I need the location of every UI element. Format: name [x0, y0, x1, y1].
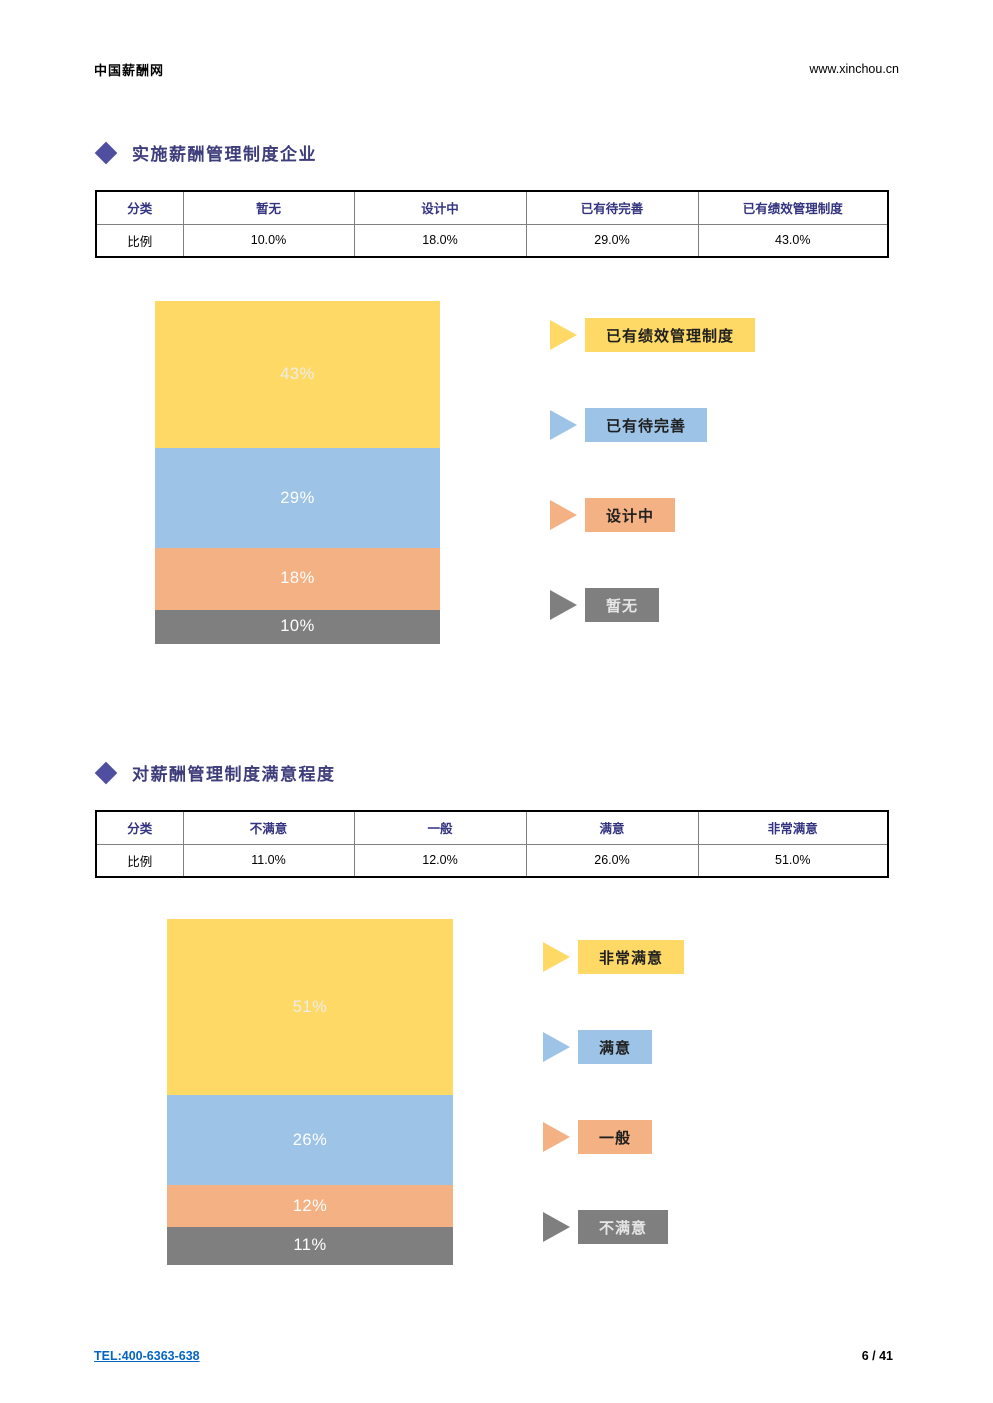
table-header-cell: 不满意	[182, 810, 355, 845]
bar-segment: 12%	[167, 1185, 453, 1227]
table-header-cell: 设计中	[353, 190, 527, 225]
site-url: www.xinchou.cn	[809, 62, 899, 76]
bar-segment: 26%	[167, 1095, 453, 1186]
section-title-text: 实施薪酬管理制度企业	[132, 145, 317, 164]
section-title-1: 实施薪酬管理制度企业	[94, 140, 317, 165]
table-header-cell: 非常满意	[697, 810, 889, 845]
table-header-cell: 已有待完善	[525, 190, 699, 225]
table-row-label: 比例	[95, 843, 184, 878]
section-title-text: 对薪酬管理制度满意程度	[132, 765, 336, 784]
table-satisfaction: 分类 不满意 一般 满意 非常满意 比例 11.0% 12.0% 26.0% 5…	[95, 810, 889, 878]
table-value-cell: 29.0%	[525, 223, 699, 258]
table-value-cell: 11.0%	[182, 843, 355, 878]
legend-item: 暂无	[550, 588, 755, 622]
bar-segment: 51%	[167, 919, 453, 1096]
bar-segment-label: 26%	[292, 1130, 328, 1149]
table-header-row: 分类 暂无 设计中 已有待完善 已有绩效管理制度	[95, 190, 889, 225]
stacked-bar-chart-satisfaction: 51% 26% 12% 11%	[167, 919, 453, 1265]
legend-item: 满意	[543, 1030, 684, 1064]
table-value-cell: 12.0%	[353, 843, 527, 878]
legend-label: 满意	[578, 1030, 653, 1064]
legend-label: 已有绩效管理制度	[585, 318, 756, 352]
table-value-cell: 18.0%	[353, 223, 527, 258]
table-header-cell: 已有绩效管理制度	[697, 190, 889, 225]
table-value-cell: 10.0%	[182, 223, 355, 258]
legend-arrow-icon	[550, 500, 577, 530]
tel-link[interactable]: TEL:400-6363-638	[94, 1349, 200, 1363]
legend-arrow-icon	[543, 1212, 570, 1242]
table-value-cell: 51.0%	[697, 843, 889, 878]
table-row-label: 比例	[95, 223, 184, 258]
legend-arrow-icon	[543, 1122, 570, 1152]
bar-segment: 43%	[155, 301, 440, 449]
section-title-2: 对薪酬管理制度满意程度	[94, 760, 336, 785]
bar-segment-label: 51%	[292, 997, 328, 1016]
bar-segment: 29%	[155, 448, 440, 548]
chart-legend-satisfaction: 非常满意满意一般不满意	[543, 940, 685, 1300]
bar-segment-label: 18%	[280, 569, 315, 588]
legend-item: 不满意	[543, 1210, 684, 1244]
brand-name: 中国薪酬网	[94, 63, 165, 78]
bar-segment-label: 10%	[280, 617, 315, 636]
legend-label: 暂无	[585, 588, 660, 622]
table-row: 比例 10.0% 18.0% 29.0% 43.0%	[95, 223, 889, 258]
table-header-cell: 一般	[353, 810, 527, 845]
bar-segment-label: 11%	[293, 1236, 327, 1255]
table-header-row: 分类 不满意 一般 满意 非常满意	[95, 810, 889, 845]
legend-item: 一般	[543, 1120, 684, 1154]
bar-segment: 11%	[167, 1226, 453, 1265]
stacked-bar-chart-implementation: 43% 29% 18% 10%	[155, 301, 440, 644]
legend-label: 设计中	[585, 498, 676, 532]
table-corner-cell: 分类	[95, 190, 184, 225]
legend-arrow-icon	[550, 590, 577, 620]
table-corner-cell: 分类	[95, 810, 184, 845]
table-row: 比例 11.0% 12.0% 26.0% 51.0%	[95, 843, 889, 878]
table-value-cell: 26.0%	[525, 843, 699, 878]
diamond-bullet-icon	[94, 141, 118, 164]
legend-label: 不满意	[578, 1210, 669, 1244]
diamond-bullet-icon	[94, 761, 118, 784]
page-number: 6 / 41	[861, 1349, 893, 1363]
legend-arrow-icon	[543, 1032, 570, 1062]
table-value-cell: 43.0%	[697, 223, 889, 258]
bar-segment: 10%	[155, 609, 440, 644]
bar-segment-label: 43%	[280, 365, 315, 384]
legend-item: 设计中	[550, 498, 755, 532]
bar-segment-label: 29%	[280, 488, 315, 507]
table-header-cell: 满意	[525, 810, 699, 845]
legend-item: 已有绩效管理制度	[550, 318, 756, 352]
legend-arrow-icon	[550, 410, 577, 440]
legend-arrow-icon	[550, 320, 577, 350]
table-implementation-status: 分类 暂无 设计中 已有待完善 已有绩效管理制度 比例 10.0% 18.0% …	[95, 190, 889, 258]
legend-label: 已有待完善	[585, 408, 708, 442]
legend-item: 非常满意	[543, 940, 685, 974]
table-header-cell: 暂无	[182, 190, 355, 225]
legend-arrow-icon	[543, 942, 570, 972]
legend-item: 已有待完善	[550, 408, 755, 442]
legend-label: 一般	[578, 1120, 653, 1154]
legend-label: 非常满意	[578, 940, 685, 974]
bar-segment-label: 12%	[292, 1196, 328, 1215]
bar-segment: 18%	[155, 547, 440, 610]
chart-legend-implementation: 已有绩效管理制度已有待完善设计中暂无	[550, 318, 756, 678]
